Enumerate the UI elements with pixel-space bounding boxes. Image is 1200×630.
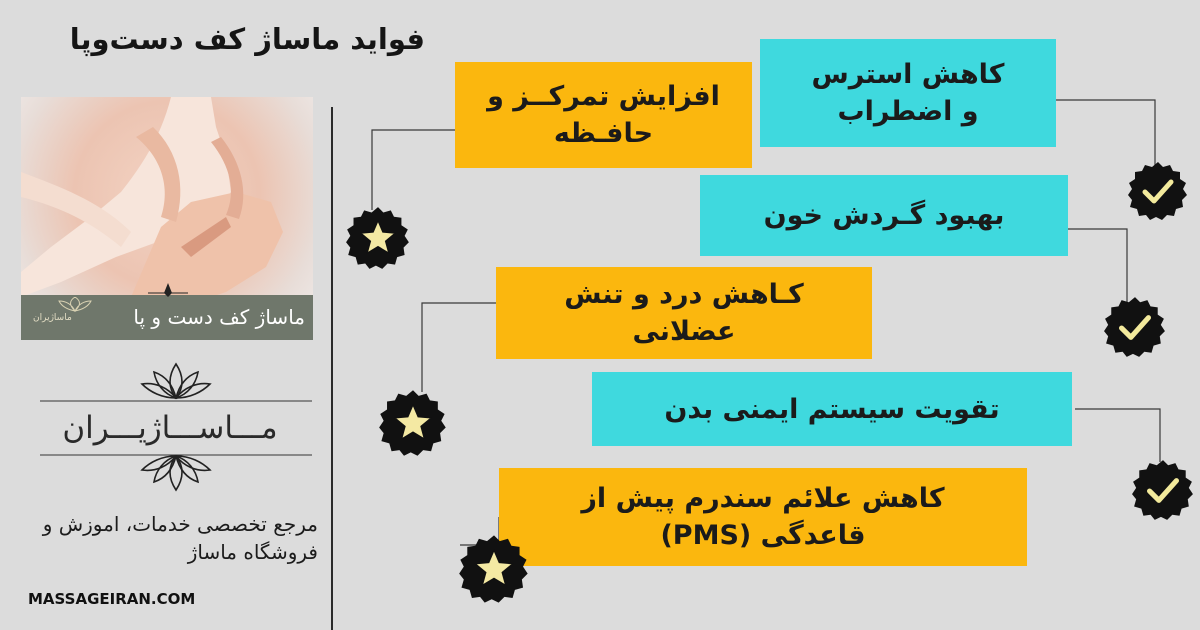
star-badge-icon [379,390,446,456]
benefit-circulation: بهبود گـردش خون [700,175,1068,256]
benefit-focus-memory: افزایش تمرکــز و حافـظه [455,62,752,168]
diamond-ornament-icon [148,283,188,297]
photo-logo-text: ماساژیران [33,313,72,323]
check-badge-icon [1128,162,1187,220]
benefit-pms-line2: قاعدگی (PMS) [660,520,866,551]
benefit-pms-relief: کاهش علائم سندرم پیش از قاعدگی (PMS) [499,468,1027,566]
photo-caption: ماساژ کف دست و پا [133,305,305,329]
logo-top-rule [40,400,312,402]
lotus-logo-icon [58,297,92,312]
check-badge-icon [1132,460,1193,520]
benefit-pms-line1: کاهش علائم سندرم پیش از [581,483,945,514]
benefit-pain-line1: کـاهش درد و تنش [564,279,804,310]
page-title: فواید ماساژ کف دست‌وپا [69,22,425,56]
check-badge-icon [1104,297,1165,357]
website-url[interactable]: MASSAGEIRAN.COM [28,590,196,608]
logo-text: مـــاســـاژیـــران [62,410,278,446]
star-badge-icon [459,535,528,603]
benefit-pain-relief: کـاهش درد و تنش عضلانی [496,267,872,359]
benefit-stress-line2: و اضطراب [837,96,979,127]
benefit-immune-system: تقویت سیستم ایمنی بدن [592,372,1072,446]
hand-massage-photo: ماساژیران ماساژ کف دست و پا [21,97,313,340]
lotus-bottom-icon [140,454,212,492]
benefit-pain-line2: عضلانی [632,316,736,347]
slogan: مرجع تخصصی خدمات، اموزش و فروشگاه ماساژ [42,512,318,564]
benefit-stress-reduction: کاهش استرس و اضطراب [760,39,1056,147]
hands-illustration [21,97,283,307]
column-divider [331,107,333,630]
photo-caption-band: ماساژیران ماساژ کف دست و پا [21,283,313,340]
benefit-focus-line2: حافـظه [553,118,654,149]
lotus-top-icon [140,362,212,400]
star-badge-icon [346,207,409,269]
benefit-immune-line1: تقویت سیستم ایمنی بدن [664,393,1000,425]
benefit-stress-line1: کاهش استرس [811,59,1005,90]
benefit-circulation-line1: بهبود گـردش خون [763,200,1005,231]
benefit-focus-line1: افزایش تمرکــز و [487,81,720,112]
